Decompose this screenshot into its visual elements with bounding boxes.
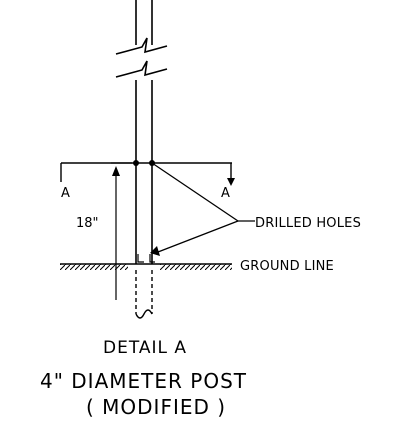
dimension-line-18 — [111, 162, 132, 300]
drilled-holes-arrow — [150, 246, 160, 256]
drawing-title: 4" DIAMETER POST — [40, 369, 247, 393]
drilled-hole-top-left — [133, 160, 139, 166]
section-mark-right: A — [221, 186, 231, 201]
post-break-symbol — [115, 37, 168, 78]
post-embedded-portion — [135, 270, 153, 314]
post-lower-shaft — [135, 80, 153, 264]
post-bottom-end — [135, 309, 153, 319]
callout-drilled-holes: DRILLED HOLES — [255, 216, 362, 231]
drawing-subtitle: ( MODIFIED ) — [86, 395, 227, 419]
ground-line — [60, 263, 232, 270]
drilled-hole-bottom — [137, 254, 155, 263]
dimension-label: 18" — [76, 216, 99, 231]
section-arrow-right — [227, 178, 235, 186]
callout-ground-line: GROUND LINE — [240, 259, 334, 274]
section-cut-line — [60, 162, 232, 182]
post-upper-shaft — [135, 0, 153, 45]
dimension-arrow-top — [112, 166, 120, 176]
section-mark-left: A — [61, 186, 71, 201]
drilled-holes-leader — [151, 162, 255, 253]
detail-label: DETAIL A — [103, 338, 188, 358]
